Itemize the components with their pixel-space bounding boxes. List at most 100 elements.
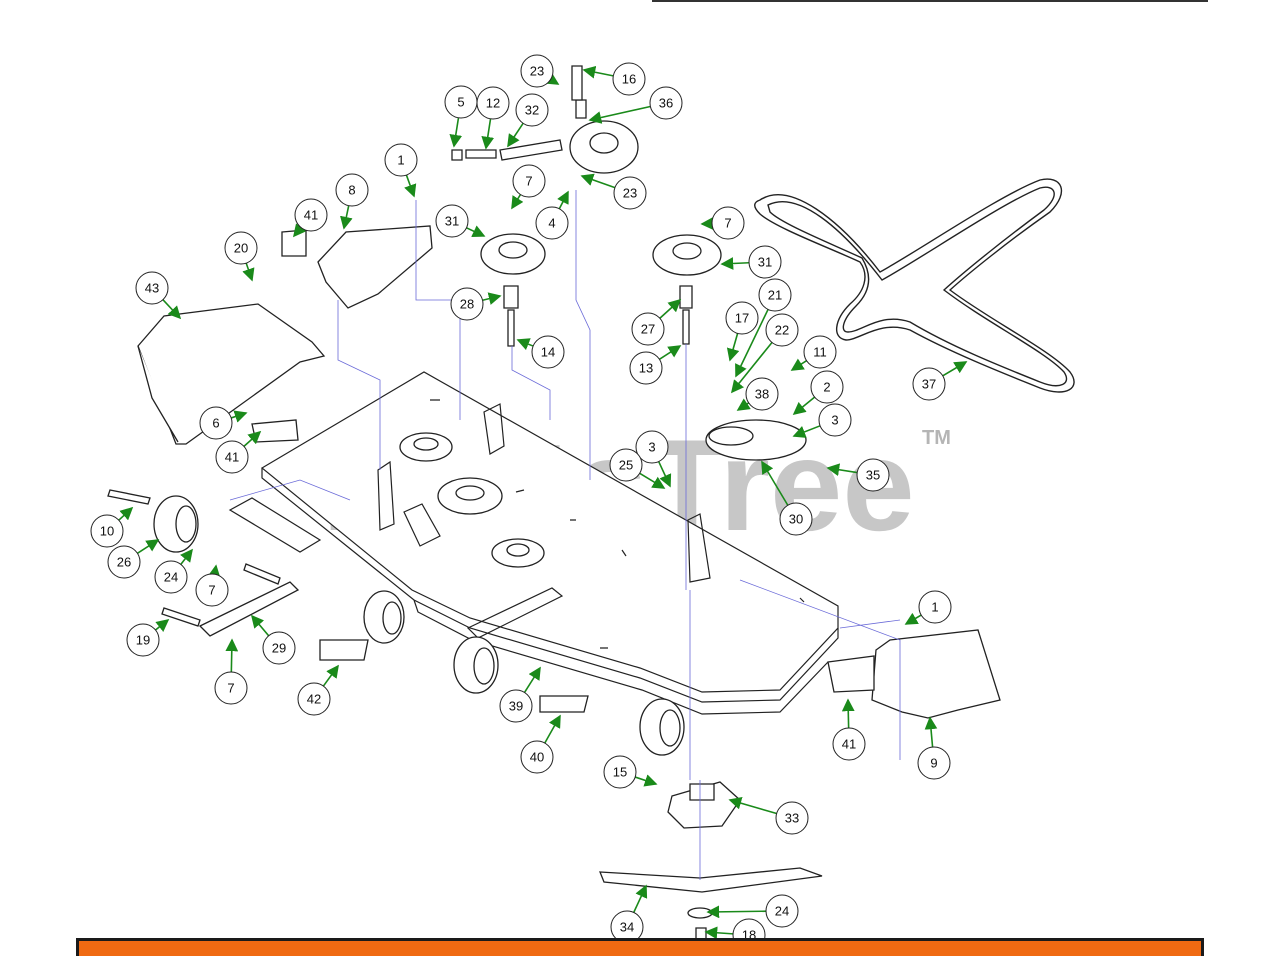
- callout-20: 20: [224, 231, 258, 282]
- callout-circle: [810, 370, 844, 404]
- callout-label: 11: [813, 345, 827, 360]
- callout-label: 35: [866, 468, 880, 483]
- callout-arrow: [481, 118, 495, 150]
- callout-arrow: [736, 398, 751, 411]
- callout-circle: [135, 271, 169, 305]
- callout-arrow: [735, 309, 769, 378]
- callout-arrow: [511, 194, 524, 210]
- callout-arrow: [322, 664, 339, 687]
- callout-13: 13: [629, 345, 682, 385]
- callout-arrow: [904, 612, 922, 625]
- callout-37: 37: [912, 361, 968, 401]
- callout-label: 20: [234, 241, 248, 256]
- callout-label: 34: [620, 920, 634, 935]
- callout-circle: [745, 377, 779, 411]
- callout-label: 16: [622, 72, 636, 87]
- callout-label: 23: [623, 186, 637, 201]
- callout-circle: [531, 335, 565, 369]
- callout-40: 40: [520, 714, 561, 774]
- callout-arrow: [728, 796, 777, 815]
- callout-label: 33: [785, 811, 799, 826]
- callout-label: 19: [136, 633, 150, 648]
- callout-arrow: [704, 926, 734, 940]
- callout-label: 43: [145, 281, 159, 296]
- callout-label: 29: [272, 641, 286, 656]
- callout-9: 9: [917, 716, 951, 780]
- callout-arrow: [466, 225, 486, 238]
- callout-arrow: [292, 223, 307, 238]
- callout-circle: [297, 682, 331, 716]
- callout-label: 21: [768, 288, 782, 303]
- callout-circle: [214, 671, 248, 705]
- callout-10: 10: [90, 506, 134, 548]
- callout-36: 36: [588, 86, 683, 124]
- callout-41: 41: [292, 198, 328, 238]
- callout-circle: [856, 458, 890, 492]
- callout-22: 22: [730, 313, 799, 394]
- callout-label: 8: [348, 183, 355, 198]
- callout-11: 11: [790, 335, 837, 371]
- callout-circle: [294, 198, 328, 232]
- callout-label: 31: [758, 255, 772, 270]
- callout-label: 5: [457, 95, 464, 110]
- callout-12: 12: [476, 86, 510, 150]
- callout-arrow: [523, 666, 541, 693]
- top-rule: [652, 0, 1208, 2]
- callout-arrow: [726, 333, 740, 362]
- callout-arrow: [340, 205, 353, 230]
- callout-circle: [635, 430, 669, 464]
- callout-label: 27: [641, 322, 655, 337]
- callout-arrow: [826, 463, 858, 477]
- callout-31: 31: [435, 204, 486, 238]
- callout-label: 7: [227, 681, 234, 696]
- callout-7: 7: [700, 206, 745, 240]
- leader-lines: [229, 190, 901, 880]
- callout-arrow: [633, 884, 648, 913]
- callout-arrow: [557, 190, 569, 210]
- callout-34: 34: [610, 884, 648, 944]
- callout-label: 24: [775, 904, 789, 919]
- callout-arrow: [639, 472, 666, 489]
- callout-35: 35: [826, 458, 890, 492]
- callout-circle: [215, 440, 249, 474]
- callout-arrow: [507, 122, 524, 148]
- callout-circle: [832, 727, 866, 761]
- callout-8: 8: [335, 173, 369, 230]
- callout-circle: [629, 351, 663, 385]
- callout-label: 1: [931, 600, 938, 615]
- callout-circle: [520, 740, 554, 774]
- callout-23: 23: [580, 173, 647, 210]
- callout-arrow: [118, 506, 134, 521]
- callout-3: 3: [635, 430, 672, 488]
- callout-label: 41: [304, 208, 318, 223]
- callout-17: 17: [725, 301, 759, 362]
- callout-circle: [711, 206, 745, 240]
- callout-circle: [765, 313, 799, 347]
- callout-label: 23: [530, 64, 544, 79]
- callout-label: 30: [789, 512, 803, 527]
- callout-circle: [126, 623, 160, 657]
- callout-circle: [384, 143, 418, 177]
- callout-16: 16: [582, 62, 646, 96]
- callout-arrow: [720, 257, 750, 270]
- callout-label: 7: [724, 216, 731, 231]
- callout-circle: [631, 312, 665, 346]
- callout-label: 26: [117, 555, 131, 570]
- callout-7: 7: [214, 638, 248, 705]
- gauge-wheels: [153, 495, 685, 756]
- callout-circle: [90, 514, 124, 548]
- callout-32: 32: [507, 93, 549, 148]
- callout-arrow: [659, 298, 682, 319]
- callout-41: 41: [832, 698, 866, 761]
- callout-5: 5: [444, 85, 478, 148]
- callout-arrow: [162, 299, 182, 320]
- callout-arrow: [516, 338, 534, 351]
- drive-belt: [754, 178, 1075, 393]
- callout-arrow: [242, 262, 255, 282]
- callout-7: 7: [511, 164, 546, 210]
- callout-arrow: [545, 72, 560, 85]
- callout-circle: [725, 301, 759, 335]
- callout-3: 3: [792, 403, 852, 438]
- callout-circle: [476, 86, 510, 120]
